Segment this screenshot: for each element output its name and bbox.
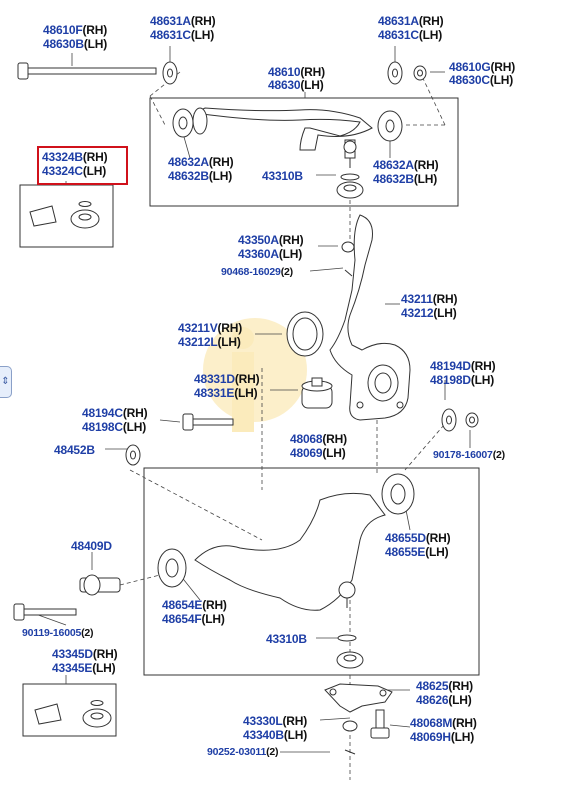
part-label-43324c[interactable]: 43324C(LH) bbox=[42, 164, 107, 178]
part-label-48630c[interactable]: 48630C(LH) bbox=[449, 73, 514, 87]
part-label-43350a[interactable]: 43350A(RH) bbox=[238, 233, 304, 247]
part-label-48632a-right[interactable]: 48632A(RH) bbox=[373, 158, 439, 172]
lower-control-arm bbox=[157, 473, 415, 611]
part-label-48610f[interactable]: 48610F(RH) bbox=[43, 23, 108, 37]
part-label-48331d[interactable]: 48331D(RH) bbox=[194, 372, 260, 386]
part-label-90119-16005[interactable]: 90119-16005(2) bbox=[22, 627, 94, 639]
nut-top-right bbox=[413, 65, 427, 81]
highlight-box bbox=[37, 146, 128, 185]
part-label-48631c-right[interactable]: 48631C(LH) bbox=[378, 28, 443, 42]
part-label-48632b-right[interactable]: 48632B(LH) bbox=[373, 172, 438, 186]
part-label-48632a-left[interactable]: 48632A(RH) bbox=[168, 155, 234, 169]
part-label-48654e[interactable]: 48654E(RH) bbox=[162, 598, 227, 612]
part-label-48610[interactable]: 48610(RH) bbox=[268, 65, 325, 79]
part-label-48194c[interactable]: 48194C(RH) bbox=[82, 406, 148, 420]
stabilizer-bracket bbox=[324, 683, 393, 713]
part-label-48069[interactable]: 48069(LH) bbox=[290, 446, 346, 460]
part-label-48654f[interactable]: 48654F(LH) bbox=[162, 612, 225, 626]
nut-43330l bbox=[342, 720, 358, 755]
boot-kit-frame-bottom bbox=[22, 683, 117, 737]
part-label-43211[interactable]: 43211(RH) bbox=[401, 292, 458, 306]
watermark-logo bbox=[203, 318, 307, 432]
upper-arm-frame bbox=[149, 97, 459, 207]
bump-stopper bbox=[301, 377, 333, 409]
cam-bolt-mid bbox=[182, 413, 234, 431]
leader-lines bbox=[29, 46, 471, 753]
steering-knuckle bbox=[329, 214, 411, 421]
boot-kit-top bbox=[29, 201, 100, 229]
lower-arm-frame bbox=[143, 467, 480, 676]
part-label-43345e[interactable]: 43345E(LH) bbox=[52, 661, 116, 675]
part-label-48452b[interactable]: 48452B bbox=[54, 443, 95, 457]
part-label-43310b-bottom[interactable]: 43310B bbox=[266, 632, 307, 646]
part-label-48631a-right[interactable]: 48631A(RH) bbox=[378, 14, 444, 28]
part-label-48331e[interactable]: 48331E(LH) bbox=[194, 386, 258, 400]
part-label-90468-16029[interactable]: 90468-16029(2) bbox=[221, 266, 293, 278]
part-label-48655e[interactable]: 48655E(LH) bbox=[385, 545, 449, 559]
long-bolt-top bbox=[17, 62, 157, 80]
part-label-48068m[interactable]: 48068M(RH) bbox=[410, 716, 477, 730]
part-label-90252-03011[interactable]: 90252-03011(2) bbox=[207, 746, 279, 758]
part-label-48632b-left[interactable]: 48632B(LH) bbox=[168, 169, 233, 183]
part-label-48655d[interactable]: 48655D(RH) bbox=[385, 531, 451, 545]
part-label-48631a-left[interactable]: 48631A(RH) bbox=[150, 14, 216, 28]
part-label-48631c-left[interactable]: 48631C(LH) bbox=[150, 28, 215, 42]
part-label-48409d[interactable]: 48409D bbox=[71, 539, 112, 553]
part-label-43345d[interactable]: 43345D(RH) bbox=[52, 647, 118, 661]
cam-washer-right bbox=[387, 61, 403, 85]
boot-kit-frame-top bbox=[19, 184, 114, 248]
part-label-43330l[interactable]: 43330L(RH) bbox=[243, 714, 308, 728]
dust-seal bbox=[286, 311, 324, 357]
part-label-43212[interactable]: 43212(LH) bbox=[401, 306, 457, 320]
part-label-43310b-top[interactable]: 43310B bbox=[262, 169, 303, 183]
part-label-43340b[interactable]: 43340B(LH) bbox=[243, 728, 308, 742]
bolt-48068m bbox=[370, 709, 390, 739]
ball-joint-boot-bottom bbox=[336, 634, 364, 669]
cam-plate-right bbox=[441, 408, 479, 432]
part-label-48198d[interactable]: 48198D(LH) bbox=[430, 373, 495, 387]
ball-joint-boot-top bbox=[336, 173, 364, 199]
dashed-lines bbox=[119, 71, 446, 780]
washer-48452b bbox=[125, 444, 141, 466]
part-label-43360a[interactable]: 43360A(LH) bbox=[238, 247, 303, 261]
upper-control-arm bbox=[172, 107, 403, 168]
expand-arrow-icon: ⇕ bbox=[1, 376, 10, 387]
part-label-48194d[interactable]: 48194D(RH) bbox=[430, 359, 496, 373]
part-label-43211v[interactable]: 43211V(RH) bbox=[178, 321, 243, 335]
lower-cam-bolt bbox=[13, 574, 121, 621]
side-expand-tab[interactable]: ⇕ bbox=[0, 366, 12, 398]
part-label-43212l[interactable]: 43212L(LH) bbox=[178, 335, 241, 349]
part-label-48630b[interactable]: 48630B(LH) bbox=[43, 37, 108, 51]
part-label-48610g[interactable]: 48610G(RH) bbox=[449, 60, 516, 74]
part-label-48069h[interactable]: 48069H(LH) bbox=[410, 730, 475, 744]
part-label-90178-16007[interactable]: 90178-16007(2) bbox=[433, 449, 505, 461]
part-label-48626[interactable]: 48626(LH) bbox=[416, 693, 472, 707]
part-label-43324b[interactable]: 43324B(RH) bbox=[42, 150, 108, 164]
part-label-48625[interactable]: 48625(RH) bbox=[416, 679, 473, 693]
part-label-48630[interactable]: 48630(LH) bbox=[268, 78, 324, 92]
part-label-48068[interactable]: 48068(RH) bbox=[290, 432, 347, 446]
part-label-48198c[interactable]: 48198C(LH) bbox=[82, 420, 147, 434]
knuckle-nut bbox=[341, 241, 355, 277]
cam-washer-left bbox=[162, 61, 178, 85]
boot-kit-bottom bbox=[34, 700, 112, 728]
